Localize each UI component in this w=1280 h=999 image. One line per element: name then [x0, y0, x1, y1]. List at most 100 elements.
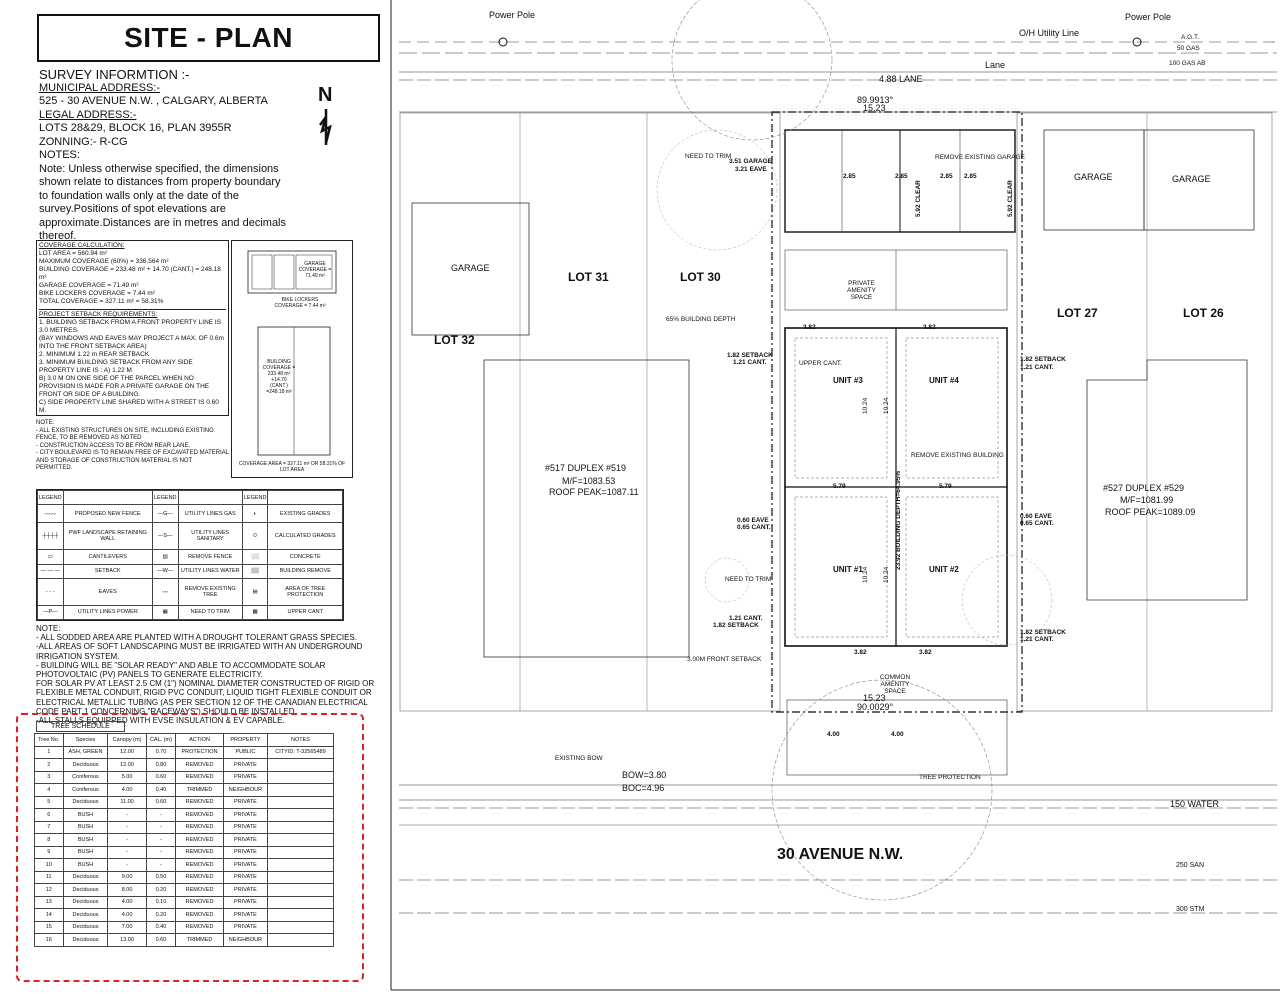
remove-garage-note: REMOVE EXISTING GARAGE [935, 154, 1025, 161]
tree-cell: PRIVATE [222, 758, 268, 772]
notes-label: NOTES: [39, 149, 80, 161]
legend-item: UTILITY LINES WATER [177, 563, 243, 579]
tree-cell: REMOVED [175, 883, 224, 897]
unit-4-label: UNIT #4 [929, 376, 959, 385]
tree-cell: REMOVED [175, 920, 224, 934]
tree-cell: PRIVATE [222, 920, 268, 934]
tree-col-header: Tree No. [34, 733, 64, 747]
zoning: ZONNING:- R-CG [39, 135, 128, 148]
legend-item: EAVES [62, 577, 153, 606]
tree-cell: Deciduous [62, 895, 109, 909]
tree-cell: 1 [34, 745, 64, 759]
key-total-coverage: COVERAGE AREA = 327.11 m² OR 58.31% OF L… [238, 461, 346, 473]
tree-cell: 7.00 [107, 920, 147, 934]
coverage-line: BUILDING COVERAGE = 233.48 m² + 14.70 (C… [39, 266, 221, 281]
tree-cell: NEIGHBOUR [222, 933, 268, 947]
sanitary-line-label: 250 SAN [1176, 862, 1205, 869]
calculated-grade-symbol: ⬭ [241, 522, 269, 551]
tree-col-header: Species [62, 733, 109, 747]
coverage-line: LOT AREA = 560.94 m² [39, 250, 107, 257]
dim-label: 2.85 [843, 173, 856, 180]
lot-32-label: LOT 32 [434, 333, 475, 347]
legend-item: EXISTING GRADES [267, 503, 343, 524]
remove-building-note: REMOVE EXISTING BUILDING [911, 452, 1004, 459]
setback-line: C) SIDE PROPERTY LINE SHARED WITH A STRE… [39, 399, 219, 414]
remove-fence-symbol: ▨ [151, 549, 179, 565]
tree-cell [266, 783, 335, 797]
tree-cell: 12 [34, 883, 64, 897]
tree-cell: 4.00 [107, 908, 147, 922]
tree-cell: REMOVED [175, 820, 224, 834]
dim-label: 5.79 [833, 483, 846, 490]
water-line-label: 150 WATER [1170, 799, 1220, 809]
tree-cell: 9.00 [107, 870, 147, 884]
legend-item: UPPER CANT [267, 604, 343, 621]
lot-27-label: LOT 27 [1057, 306, 1098, 320]
power-pole-label: Power Pole [489, 10, 536, 20]
coverage-line: BIKE LOCKERS COVERAGE = 7.44 m² [39, 290, 155, 297]
north-arrow: N [318, 84, 334, 153]
tree-cell: PRIVATE [222, 858, 268, 872]
neighbour-duplex-right: #527 DUPLEX #529 [1103, 483, 1185, 493]
tree-cell: 0.80 [145, 758, 177, 772]
clear-dim: 5.92 CLEAR [915, 180, 922, 217]
tree-cell: PROTECTION [175, 745, 224, 759]
legal-label: LEGAL ADDRESS:- [39, 108, 137, 121]
dim-label: 3.82 [803, 324, 816, 331]
tree-cell: REMOVED [175, 808, 224, 822]
coverage-key-plan: GARAGE COVERAGE = 71.49 m² BIKE LOCKERS … [231, 240, 353, 478]
dim-label: 3.82 [923, 324, 936, 331]
tree-cell [266, 858, 335, 872]
tree-cell: 14 [34, 908, 64, 922]
tree-cell: 0.20 [145, 908, 177, 922]
landscape-notes: NOTE: - ALL SODDED AREA ARE PLANTED WITH… [36, 624, 376, 725]
legend-item: CALCULATED GRADES [267, 522, 343, 551]
tree-cell: 4.00 [107, 895, 147, 909]
legend-item: SETBACK [62, 563, 153, 579]
municipal-address: 525 - 30 AVENUE N.W. , CALGARY, ALBERTA [39, 95, 268, 107]
tree-cell: 0.10 [145, 895, 177, 909]
dim-label: 2.85 [895, 173, 908, 180]
front-setback: 3.00M FRONT SETBACK [687, 656, 762, 663]
site-note: NOTE: [36, 420, 55, 426]
site-note: - CITY BOULEVARD IS TO REMAIN FREE OF EX… [36, 450, 229, 471]
side-setback: 1.82 SETBACK [1020, 629, 1066, 636]
tree-cell: PRIVATE [222, 770, 268, 784]
dim-label: 10.24 [862, 566, 869, 583]
existing-bow: EXISTING BOW [555, 755, 603, 762]
tree-cell: 5.00 [107, 770, 147, 784]
landscape-note: -ALL AREAS OF SOFT LANDSCAPING MUST BE I… [36, 642, 363, 661]
dim-label: 2.85 [940, 173, 953, 180]
top-angle: 89.9913° [857, 95, 894, 105]
page-title: SITE - PLAN [37, 14, 380, 62]
tree-cell: Deciduous [62, 920, 109, 934]
legend-item: PWF LANDSCAPE RETAINING WALL [62, 522, 153, 551]
tree-cell: 0.20 [145, 883, 177, 897]
legend-header: LEGEND [37, 490, 64, 505]
tree-cell: 4.00 [107, 783, 147, 797]
tree-cell: REMOVED [175, 845, 224, 859]
tree-cell: 10 [34, 858, 64, 872]
tree-cell: BUSH [62, 808, 109, 822]
cant-dim: 0.65 CANT. [737, 524, 771, 531]
tree-col-header: NOTES [266, 733, 335, 747]
dim-label: 3.82 [919, 649, 932, 656]
lot-30-label: LOT 30 [680, 270, 721, 284]
legend-item: UTILITY LINES GAS [177, 503, 243, 524]
tree-cell: 0.70 [145, 745, 177, 759]
garage-label: GARAGE [1172, 174, 1211, 184]
tree-cell: - [145, 833, 177, 847]
tree-cell: REMOVED [175, 833, 224, 847]
garage-label: GARAGE [1074, 172, 1113, 182]
tree-col-header: Canopy (m) [107, 733, 147, 747]
tree-cell: - [145, 820, 177, 834]
utility-line-label: O/H Utility Line [1019, 28, 1080, 38]
fence-symbol: 〰〰 [37, 503, 64, 524]
tree-cell: 15 [34, 920, 64, 934]
tree-cell: REMOVED [175, 870, 224, 884]
